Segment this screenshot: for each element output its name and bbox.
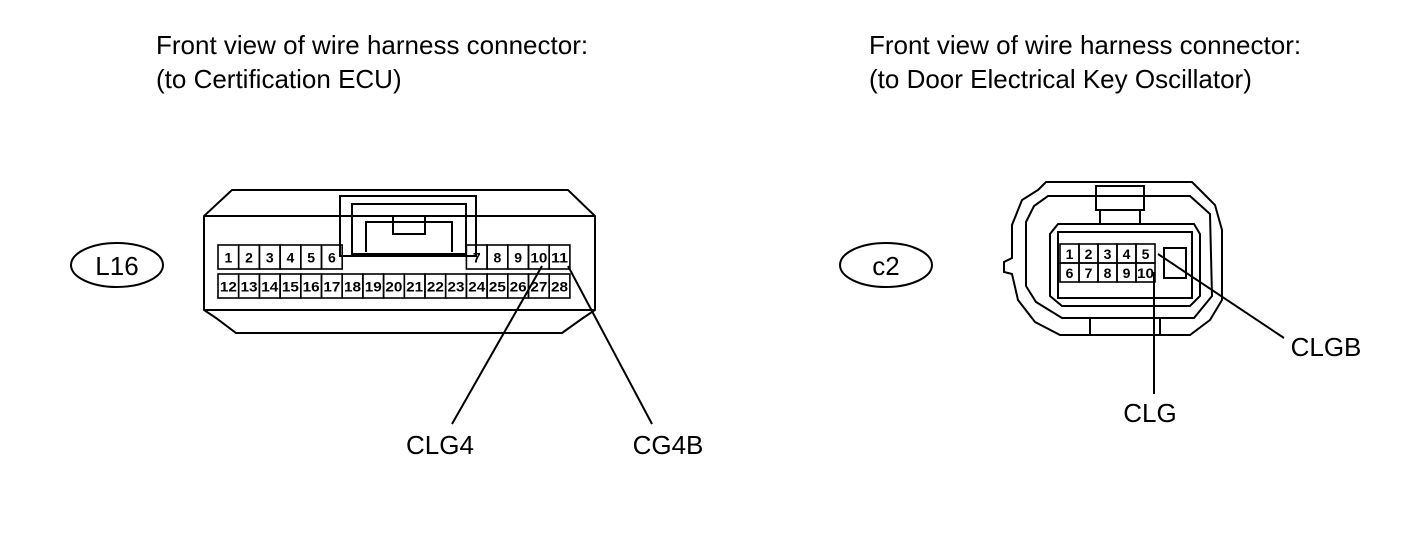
right-pin-5: 5: [1142, 246, 1150, 262]
left-pin-19: 19: [365, 279, 382, 295]
left-pin-16: 16: [303, 279, 320, 295]
left-pin-11: 11: [551, 250, 568, 266]
left-pin-28-cell: [548, 273, 571, 299]
right-pin-7: 7: [1085, 265, 1093, 281]
left-leader-lines: [451, 265, 653, 425]
left-pin-13: 13: [241, 279, 258, 295]
left-pin-5: 5: [307, 250, 315, 266]
left-pin-9: 9: [514, 250, 522, 266]
right-pin-4: 4: [1123, 246, 1131, 262]
right-code-oval: [839, 242, 933, 288]
right-connector-code: c2: [872, 251, 899, 281]
left-caption: Front view of wire harness connector: (t…: [156, 28, 588, 96]
right-pin-1: 1: [1066, 246, 1074, 262]
left-pin-22: 22: [427, 279, 444, 295]
left-caption-line1: Front view of wire harness connector:: [156, 30, 589, 60]
right-pin-3: 3: [1104, 246, 1112, 262]
right-caption-line1: Front view of wire harness connector:: [869, 30, 1302, 60]
left-connector: [203, 189, 596, 334]
left-pin-18: 18: [344, 279, 361, 295]
left-pin-12: 12: [220, 279, 237, 295]
right-pin-2: 2: [1085, 246, 1093, 262]
left-pin-1: 1: [224, 250, 232, 266]
right-terminal-label-b: CLG: [1123, 398, 1176, 428]
left-pin-26: 26: [510, 279, 527, 295]
right-connector: [1003, 181, 1223, 336]
left-pin-2: 2: [245, 250, 253, 266]
left-pin-3: 3: [266, 250, 274, 266]
left-code-oval: [70, 242, 164, 288]
leader-clgb: [1157, 253, 1285, 339]
left-pin-21: 21: [406, 279, 423, 295]
left-connector-code: L16: [95, 251, 138, 281]
left-pin-4: 4: [287, 250, 295, 266]
left-pin-28: 28: [551, 279, 568, 295]
left-pin-6: 6: [328, 250, 336, 266]
left-pin-15: 15: [282, 279, 299, 295]
left-pin-17: 17: [323, 279, 340, 295]
leader-clg4: [451, 265, 543, 425]
left-pin-6-cell: [320, 244, 344, 270]
right-pin-10: 10: [1137, 265, 1154, 281]
right-pin-9: 9: [1123, 265, 1131, 281]
left-caption-line2: (to Certification ECU): [156, 64, 402, 94]
left-pin-11-cell: [548, 244, 571, 270]
right-leader-lines: [1153, 253, 1285, 394]
leader-cg4b: [567, 265, 653, 425]
left-pin-10: 10: [530, 250, 547, 266]
right-pin-6: 6: [1066, 265, 1074, 281]
left-pin-23: 23: [448, 279, 465, 295]
left-pin-25: 25: [489, 279, 506, 295]
right-terminal-label-a: CLGB: [1291, 332, 1362, 362]
left-pin-8: 8: [494, 250, 502, 266]
left-pin-27: 27: [530, 279, 547, 295]
left-pin-20: 20: [385, 279, 402, 295]
right-caption-line2: (to Door Electrical Key Oscillator): [869, 64, 1252, 94]
left-pin-7: 7: [473, 250, 481, 266]
right-caption: Front view of wire harness connector: (t…: [869, 28, 1301, 96]
left-pin-14: 14: [261, 279, 278, 295]
left-terminal-label-a: CLG4: [406, 430, 474, 460]
right-pin-8: 8: [1104, 265, 1112, 281]
left-terminal-label-b: CG4B: [633, 430, 704, 460]
left-pin-24: 24: [468, 279, 485, 295]
